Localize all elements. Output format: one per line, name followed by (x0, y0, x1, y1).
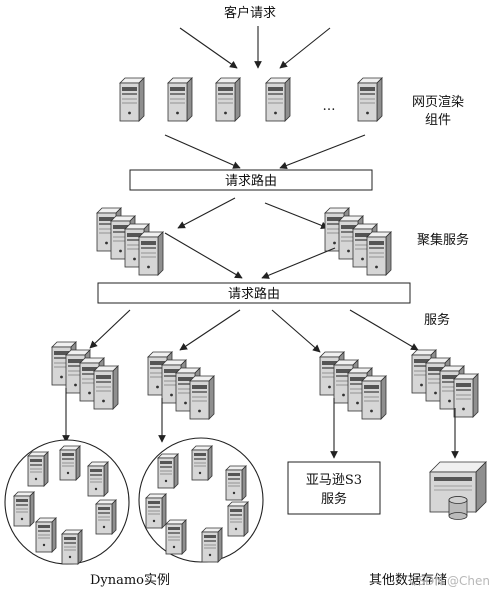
server-cluster-icon (325, 208, 391, 275)
watermark-text: CSDN @Chen (409, 574, 490, 588)
s3-service-label-2: 服务 (321, 491, 347, 507)
request-router-box-2 (97, 282, 411, 304)
request-router-label-2: 请求路由 (228, 286, 280, 302)
dynamo-ring-2 (138, 437, 264, 563)
render-component-label-2: 组件 (425, 113, 451, 128)
client-request-label: 客户请求 (224, 5, 276, 21)
other-storage-label: 其他数据存储 (369, 573, 447, 588)
request-arrows (179, 26, 331, 69)
ellipsis-label: … (323, 99, 336, 114)
s3-service-label-1: 亚马逊S3 (306, 473, 362, 488)
server-icon (357, 77, 383, 122)
server-cluster-icon (148, 352, 214, 419)
dynamo-instance-label: Dynamo实例 (90, 573, 170, 588)
server-icon (265, 77, 291, 122)
server-cluster-icon (320, 352, 386, 419)
database-icon (429, 461, 487, 520)
render-servers (119, 77, 383, 122)
server-icon (119, 77, 145, 122)
server-icon (167, 77, 193, 122)
request-router-label-1: 请求路由 (225, 173, 277, 189)
request-router-box-1 (129, 169, 373, 191)
services-label: 服务 (424, 312, 450, 328)
server-cluster-icon (412, 350, 478, 417)
server-icon (215, 77, 241, 122)
s3-service-box (287, 461, 381, 515)
server-cluster-icon (52, 342, 118, 409)
dynamo-ring-1 (4, 439, 130, 565)
aggregation-service-label: 聚集服务 (417, 232, 469, 248)
render-component-label-1: 网页渲染 (412, 95, 464, 110)
server-cluster-icon (97, 208, 163, 275)
